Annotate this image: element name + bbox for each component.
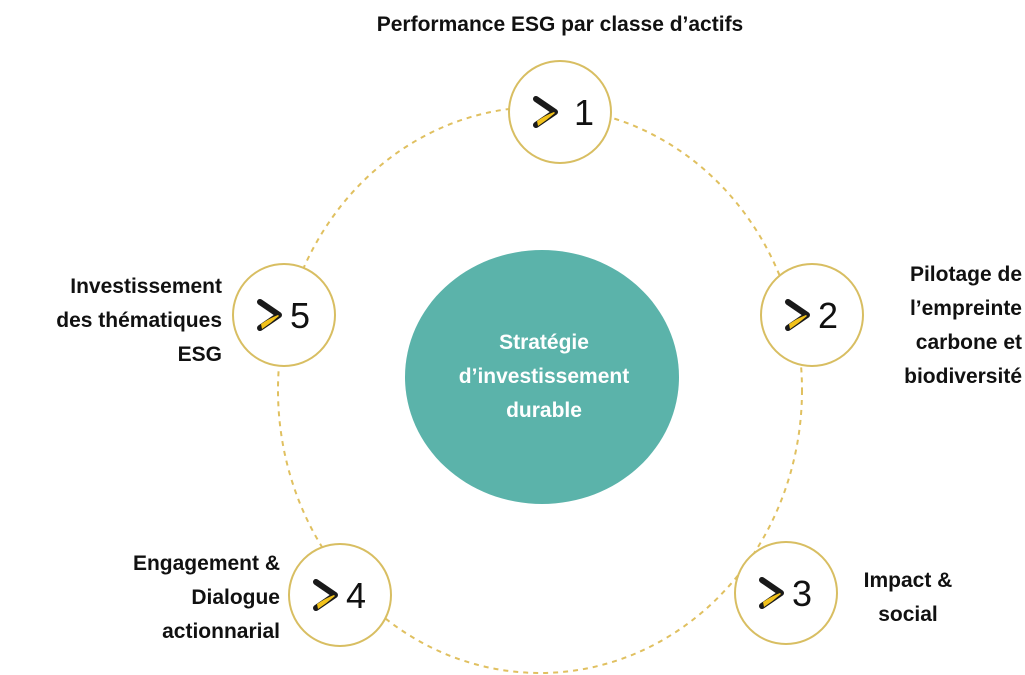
node-2-number: 2 bbox=[818, 295, 838, 336]
node-5-label: Investissement des thématiques ESG bbox=[10, 270, 222, 372]
center-ellipse bbox=[405, 250, 679, 504]
node-1-circle bbox=[508, 60, 612, 164]
node-3-label: Impact & social bbox=[848, 564, 968, 632]
node-5-label-line: des thématiques bbox=[56, 309, 222, 332]
node-3: 3 bbox=[734, 541, 838, 645]
node-4-label: Engagement & Dialogue actionnarial bbox=[60, 547, 280, 649]
node-5-circle bbox=[232, 263, 336, 367]
node-5-number: 5 bbox=[290, 295, 310, 336]
node-3-label-line: Impact & bbox=[863, 569, 953, 592]
node-4: 4 bbox=[288, 543, 392, 647]
center-label: Stratégie d’investissement durable bbox=[404, 326, 684, 428]
node-5-label-line: ESG bbox=[177, 343, 222, 366]
node-1-label: Performance ESG par classe d’actifs bbox=[320, 8, 800, 42]
node-3-number: 3 bbox=[792, 573, 812, 614]
node-3-circle bbox=[734, 541, 838, 645]
node-2-label-line: biodiversité bbox=[904, 365, 1022, 388]
center-label-line: d’investissement bbox=[458, 365, 630, 388]
center-label-line: Stratégie bbox=[499, 331, 589, 354]
node-4-label-line: Engagement & bbox=[132, 552, 280, 575]
node-4-number: 4 bbox=[346, 575, 366, 616]
node-4-label-line: actionnarial bbox=[162, 620, 280, 643]
node-1: 1 bbox=[508, 60, 612, 164]
node-5-label-line: Investissement bbox=[70, 275, 222, 298]
node-2-circle bbox=[760, 263, 864, 367]
node-1-label-line: Performance ESG par classe d’actifs bbox=[376, 13, 744, 36]
center-label-line: durable bbox=[506, 399, 582, 422]
node-3-label-line: social bbox=[878, 603, 938, 626]
node-1-number: 1 bbox=[574, 92, 594, 133]
node-2-label: Pilotage de l’empreinte carbone et biodi… bbox=[860, 258, 1022, 394]
node-4-label-line: Dialogue bbox=[191, 586, 280, 609]
node-5: 5 bbox=[232, 263, 336, 367]
node-2-label-line: carbone et bbox=[915, 331, 1022, 354]
node-2-label-line: Pilotage de bbox=[909, 263, 1022, 286]
node-2-label-line: l’empreinte bbox=[909, 297, 1022, 320]
node-2: 2 bbox=[760, 263, 864, 367]
node-4-circle bbox=[288, 543, 392, 647]
